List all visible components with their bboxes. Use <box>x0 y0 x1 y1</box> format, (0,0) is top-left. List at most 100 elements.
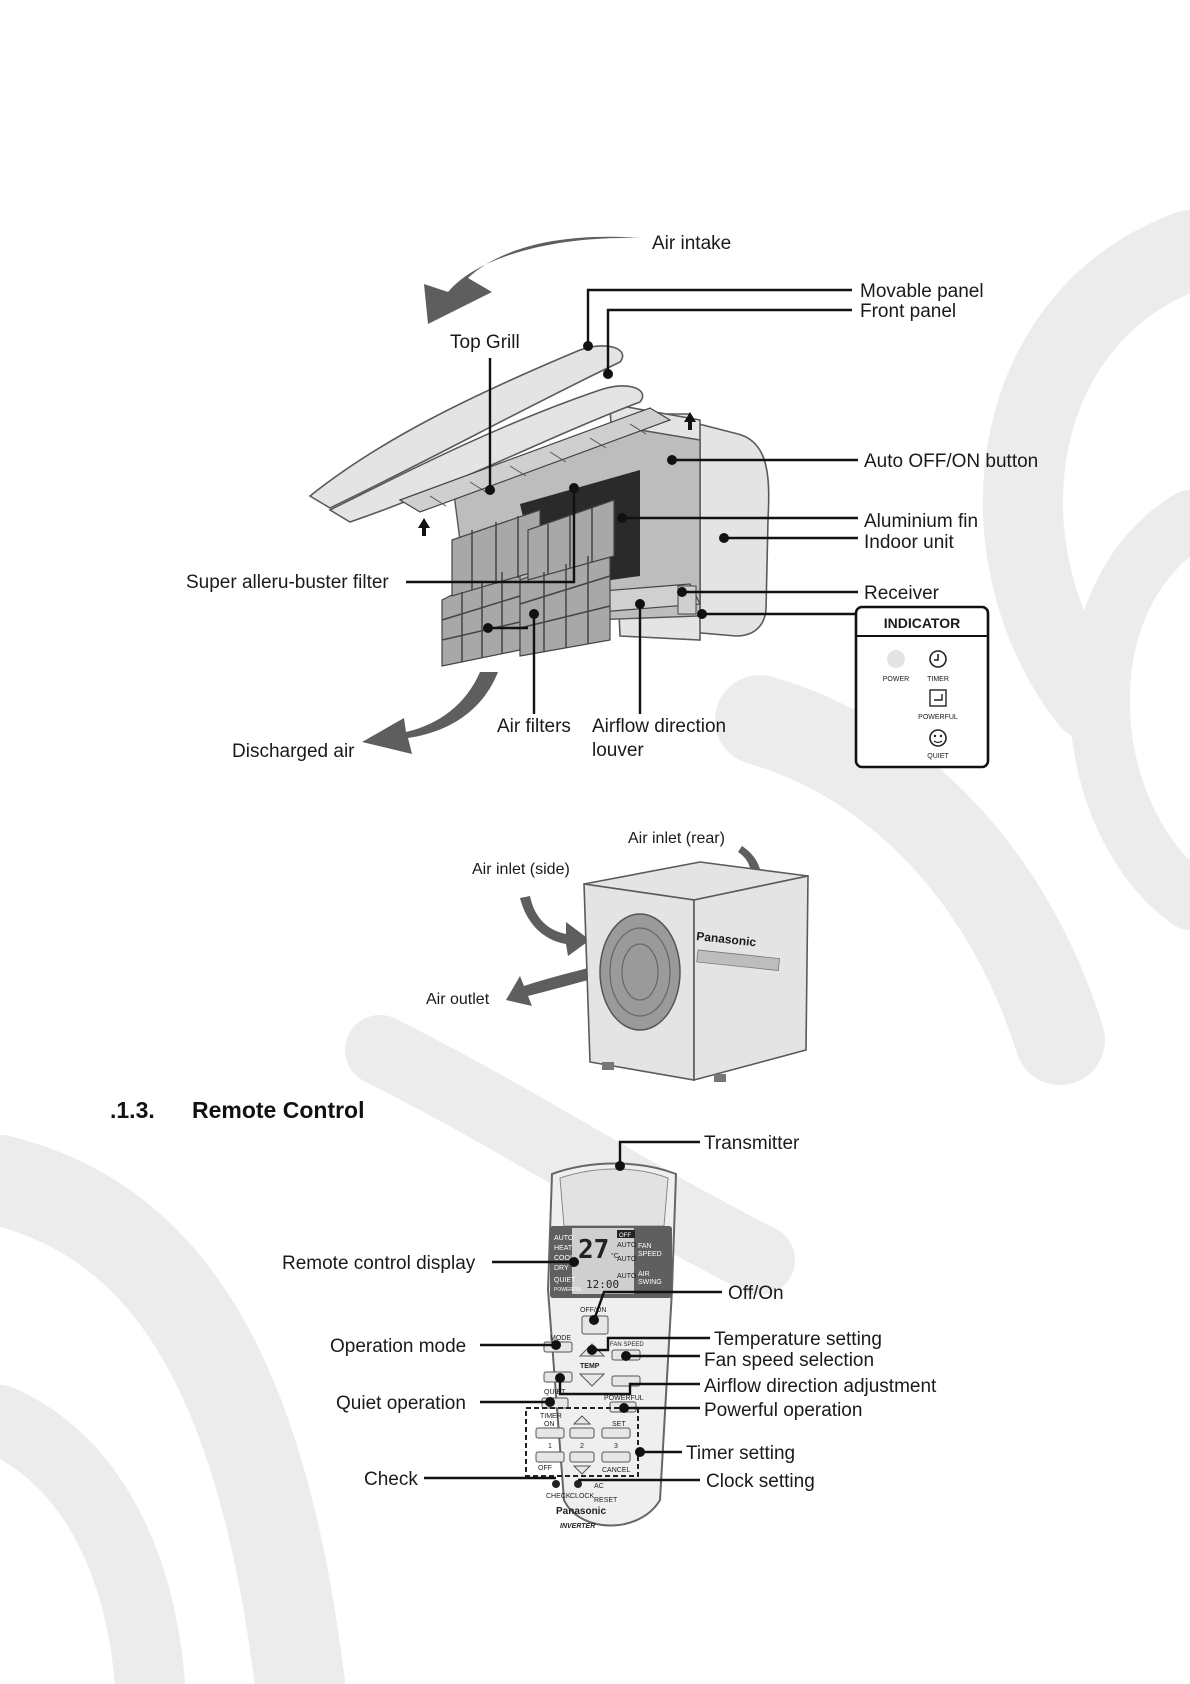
timer-up-button[interactable] <box>572 1415 592 1425</box>
section-number: .1.3. <box>110 1097 155 1123</box>
label-indoor-unit: Indoor unit <box>864 532 955 553</box>
timer-off-label: OFF <box>538 1465 552 1472</box>
btn-label-check: CHECK <box>546 1493 571 1500</box>
timer-on-label: ON <box>544 1421 555 1428</box>
timer-button-mid[interactable] <box>569 1427 595 1439</box>
mode-dry: DRY <box>554 1265 569 1272</box>
label-airflow-adjustment: Airflow direction adjustment <box>704 1376 937 1397</box>
timer-num-1: 1 <box>548 1443 552 1450</box>
label-movable-panel: Movable panel <box>860 281 984 302</box>
timer-num-3: 3 <box>614 1443 618 1450</box>
indicator-title: INDICATOR <box>884 615 960 631</box>
label-clock-setting: Clock setting <box>706 1471 815 1492</box>
display-air: AIR <box>638 1271 650 1278</box>
label-temperature-setting: Temperature setting <box>714 1329 882 1350</box>
movable-panel-shape <box>308 345 624 509</box>
air-filter-left <box>441 509 541 667</box>
label-aluminium-fin: Aluminium fin <box>864 511 978 532</box>
timer-cancel-button[interactable] <box>601 1451 631 1463</box>
indicator-quiet: QUIET <box>927 753 949 760</box>
label-check: Check <box>364 1469 418 1490</box>
mode-cool: COOL <box>554 1255 574 1262</box>
indicator-panel: INDICATOR POWER TIMER POWERFUL QUIET <box>854 605 990 769</box>
label-auto-off-on-button: Auto OFF/ON button <box>864 451 1038 472</box>
power-lamp-icon <box>887 650 905 668</box>
background-watermark <box>0 210 1190 1684</box>
label-louver-line2: louver <box>592 740 644 761</box>
label-air-intake: Air intake <box>652 233 731 254</box>
display-powerful: POWERFUL <box>554 1287 583 1293</box>
remote-inverter: INVERTER <box>560 1523 595 1530</box>
btn-label-clock: CLOCK <box>570 1493 594 1500</box>
indicator-power: POWER <box>883 676 909 683</box>
display-speed: SPEED <box>638 1251 662 1258</box>
display-auto-1: AUTO <box>617 1242 637 1249</box>
mode-auto: AUTO <box>554 1235 574 1242</box>
btn-label-off-on: OFF/ON <box>580 1307 606 1314</box>
display-temperature: 27 <box>578 1235 609 1265</box>
timer-area <box>525 1407 639 1477</box>
timer-num-2: 2 <box>580 1443 584 1450</box>
remote-control-diagram: AUTO HEAT COOL DRY QUIET POWERFUL 27 °C … <box>282 1133 937 1530</box>
air-intake-arrow <box>424 236 640 324</box>
btn-label-ac: AC <box>594 1483 604 1490</box>
section-heading: .1.3. Remote Control <box>110 1097 365 1123</box>
mode-heat: HEAT <box>554 1245 573 1252</box>
timer-down-button[interactable] <box>572 1465 592 1475</box>
label-air-outlet: Air outlet <box>426 991 490 1008</box>
air-filter-right <box>519 499 615 657</box>
label-receiver: Receiver <box>864 583 940 604</box>
temp-down-button[interactable] <box>578 1373 606 1387</box>
btn-label-reset: RESET <box>594 1497 618 1504</box>
timer-clock-icon <box>929 650 947 668</box>
timer-button-mid-2[interactable] <box>569 1451 595 1463</box>
display-auto-3: AUTO <box>617 1273 637 1280</box>
label-quiet-operation: Quiet operation <box>336 1393 466 1414</box>
remote-brand: Panasonic <box>556 1506 606 1517</box>
outdoor-unit-diagram: Panasonic Air inlet (rear) Air inlet (si… <box>426 830 809 1082</box>
btn-label-mode: MODE <box>550 1335 571 1342</box>
btn-label-fan-speed: FAN SPEED <box>610 1342 644 1348</box>
btn-label-quiet: QUIET <box>544 1389 566 1396</box>
indicator-powerful: POWERFUL <box>918 714 958 721</box>
display-off-tag: OFF <box>619 1233 631 1239</box>
label-air-filters: Air filters <box>497 716 571 737</box>
section-title: Remote Control <box>192 1097 365 1123</box>
label-operation-mode: Operation mode <box>330 1336 466 1357</box>
outdoor-brand: Panasonic <box>696 929 757 949</box>
btn-label-temp: TEMP <box>580 1363 600 1370</box>
indoor-unit-body <box>659 413 770 637</box>
indicator-timer: TIMER <box>927 676 949 683</box>
display-quiet: QUIET <box>554 1277 576 1284</box>
label-super-filter: Super alleru-buster filter <box>186 572 389 593</box>
label-off-on: Off/On <box>728 1283 784 1304</box>
timer-set-label: SET <box>612 1421 626 1428</box>
display-temp-unit: °C <box>611 1252 619 1260</box>
remote-display: AUTO HEAT COOL DRY QUIET POWERFUL 27 °C … <box>554 1230 662 1293</box>
top-grill-shape <box>398 407 672 513</box>
timer-set-button[interactable] <box>601 1427 631 1439</box>
check-button[interactable] <box>552 1480 560 1488</box>
discharged-air-arrow <box>362 672 498 754</box>
label-front-panel: Front panel <box>860 301 956 322</box>
label-discharged-air: Discharged air <box>232 741 355 762</box>
clock-button[interactable] <box>574 1480 582 1488</box>
label-powerful-operation: Powerful operation <box>704 1400 862 1421</box>
display-swing: SWING <box>638 1279 662 1286</box>
label-air-inlet-side: Air inlet (side) <box>472 861 570 878</box>
label-remote-display: Remote control display <box>282 1253 476 1274</box>
label-air-inlet-rear: Air inlet (rear) <box>628 830 725 847</box>
label-fan-speed-selection: Fan speed selection <box>704 1350 874 1371</box>
display-fan: FAN <box>638 1243 652 1250</box>
btn-label-powerful: POWERFUL <box>604 1395 644 1402</box>
timer-off-button[interactable] <box>535 1451 565 1463</box>
timer-on-button[interactable] <box>535 1427 565 1439</box>
powerful-icon <box>929 689 947 707</box>
display-clock: 12:00 <box>586 1278 619 1291</box>
label-transmitter: Transmitter <box>704 1133 800 1154</box>
timer-label: TIMER <box>540 1413 562 1420</box>
label-top-grill: Top Grill <box>450 332 520 353</box>
label-timer-setting: Timer setting <box>686 1443 795 1464</box>
quiet-icon <box>929 729 947 747</box>
